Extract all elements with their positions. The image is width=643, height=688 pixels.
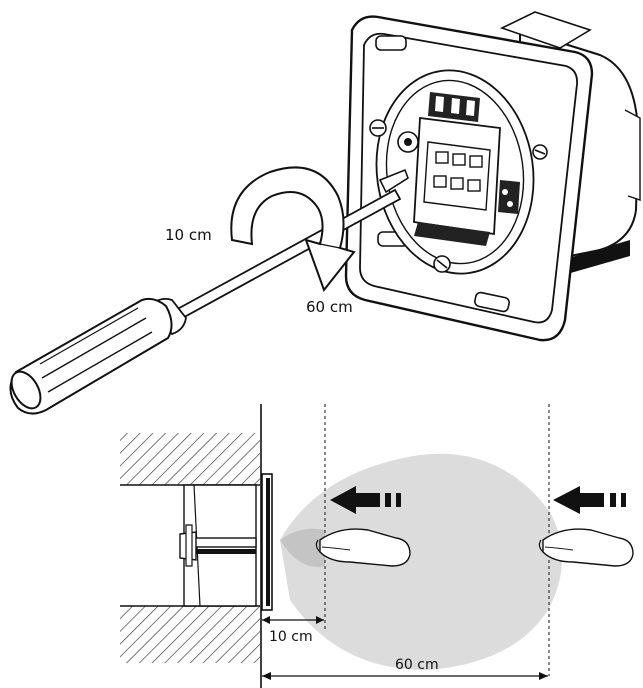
electronics-module: [397, 92, 520, 246]
device-side-profile: [179, 473, 273, 611]
adjust-min-label: 10 cm: [165, 226, 212, 244]
hand-icon: [538, 528, 634, 567]
motion-arrow-icon: [553, 486, 626, 514]
motion-arrow-icon: [330, 486, 401, 514]
adjust-max-label: 60 cm: [306, 298, 353, 316]
rotation-arrow-icon: [230, 166, 356, 293]
far-distance-dimension: [262, 672, 548, 680]
near-distance-dimension: [262, 616, 324, 624]
detection-zone: [280, 453, 563, 671]
hand-icon: [315, 528, 411, 567]
near-distance-label: 10 cm: [269, 629, 313, 645]
far-distance-label: 60 cm: [395, 657, 439, 673]
wall-section: [120, 404, 262, 688]
sensor-device-illustration: [344, 11, 641, 342]
